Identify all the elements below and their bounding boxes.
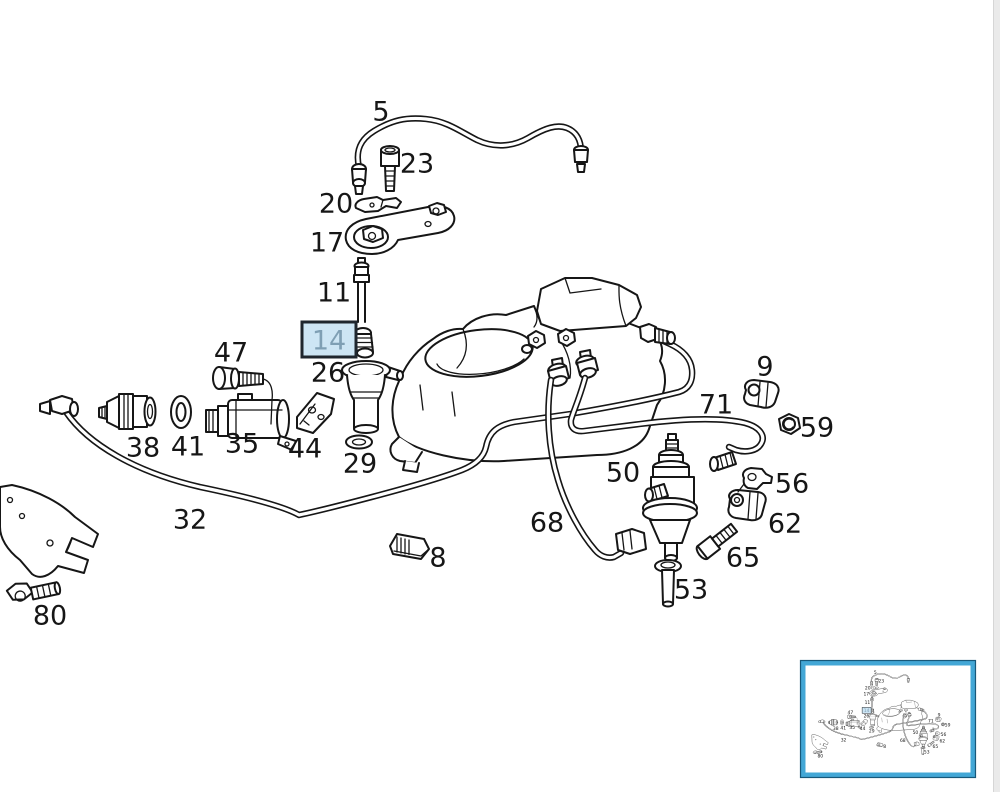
part-38-fitting-art [98,393,157,430]
part-53-stud-art [654,559,682,608]
part-label-14[interactable]: 14 [312,326,346,357]
part-20-bracket-art [354,196,402,213]
part-label-17[interactable]: 17 [310,228,344,259]
part-label-32[interactable]: 32 [173,505,207,536]
part-label-26[interactable]: 26 [311,358,345,389]
part-label-20[interactable]: 20 [319,189,353,220]
part-label-9[interactable]: 9 [756,352,773,383]
part-65-bolt-art [695,522,739,561]
part-label-41[interactable]: 41 [171,432,205,463]
part-68-hose-art [545,376,647,561]
part-label-47[interactable]: 47 [214,338,248,369]
part-11-pipe-art [353,257,370,323]
part-label-56[interactable]: 56 [775,469,809,500]
part-label-8[interactable]: 8 [429,543,446,574]
part-label-53[interactable]: 53 [674,575,708,606]
part-label-29[interactable]: 29 [343,449,377,480]
part-label-5[interactable]: 5 [372,97,389,128]
part-32-fuel-line-art [39,323,696,519]
manifold-body-art [389,277,666,473]
part-label-38[interactable]: 38 [126,433,160,464]
part-14-fitting-art [354,327,374,359]
part-59-nut-art [778,413,801,435]
part-label-65[interactable]: 65 [726,543,760,574]
part-label-80[interactable]: 80 [33,601,67,632]
inset-edge [799,659,977,779]
part-17-bracket-art [344,202,456,255]
part-62-clamp-art [727,489,767,522]
part-label-62[interactable]: 62 [768,509,802,540]
part-label-71[interactable]: 71 [699,390,733,421]
part-9-clamp-art [743,379,780,409]
part-35-valve-art [205,393,297,451]
thumbnail-inset[interactable] [799,659,977,779]
part-label-44[interactable]: 44 [288,434,322,465]
highlight-box [300,320,358,359]
part-80-bracket-bolt-art [0,484,99,602]
part-label-68[interactable]: 68 [530,508,564,539]
part-label-23[interactable]: 23 [400,149,434,180]
inset-border [800,660,976,778]
part-23-bolt-art [380,145,400,192]
part-26-damper-art [341,360,404,434]
part-71-return-line-art [567,374,766,472]
part-44-gasket-art [296,392,335,434]
part-56-holder-art [737,467,773,493]
part-label-59[interactable]: 59 [800,413,834,444]
part-label-35[interactable]: 35 [225,429,259,460]
part-8-clip-art [389,533,430,560]
part-5-fuel-pipe-art [351,115,589,195]
part-29-washer-art [345,434,373,450]
part-50-regulator-art [642,433,698,562]
part-47-bolt-art [212,366,273,425]
part-label-50[interactable]: 50 [606,458,640,489]
scrollbar-strip[interactable] [993,0,1000,792]
part-label-11[interactable]: 11 [317,278,351,309]
part-41-ring-art [170,395,192,429]
